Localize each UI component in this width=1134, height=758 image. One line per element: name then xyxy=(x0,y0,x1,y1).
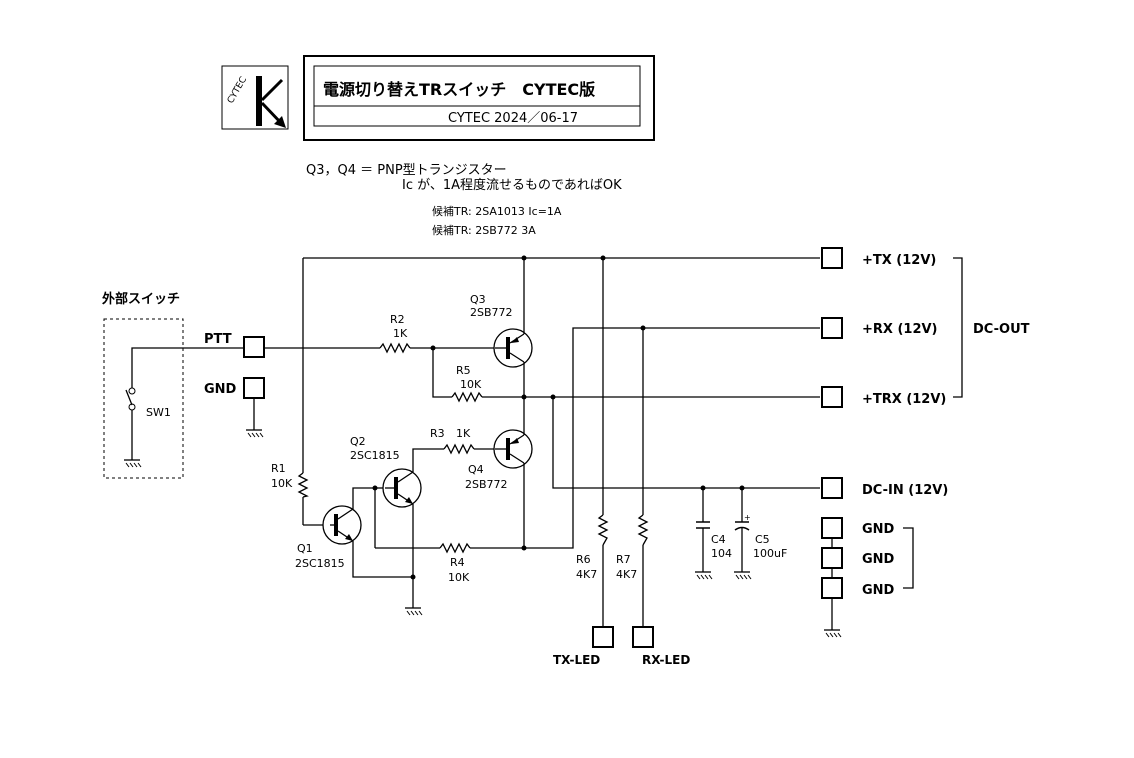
r6-label: R6 xyxy=(576,553,591,566)
svg-text:+: + xyxy=(744,513,751,522)
q2-part: 2SC1815 xyxy=(350,449,400,462)
q1-label: Q1 xyxy=(297,542,313,555)
ptt-label: PTT xyxy=(204,332,232,347)
r6-value: 4K7 xyxy=(576,568,597,581)
tx-label: +TX (12V) xyxy=(862,253,936,268)
gnd-label: GND xyxy=(204,382,237,397)
rx-terminal xyxy=(821,317,843,339)
dc-out-bracket xyxy=(953,257,963,398)
r7-label: R7 xyxy=(616,553,631,566)
q3-transistor xyxy=(493,325,533,370)
gnd-terminal xyxy=(243,377,265,399)
sw1-label: SW1 xyxy=(146,406,171,419)
cytec-logo: CYTEC xyxy=(221,65,289,130)
r4-label: R4 xyxy=(450,556,465,569)
dc-out-label: DC-OUT xyxy=(973,322,1030,337)
r1-label: R1 xyxy=(271,462,286,475)
junctions xyxy=(372,255,745,580)
gnd-terminal-1 xyxy=(821,517,843,539)
gnd-symbol-q2 xyxy=(405,607,423,616)
q4-part: 2SB772 xyxy=(465,478,508,491)
c5-value: 100uF xyxy=(753,547,787,560)
c4-capacitor xyxy=(695,521,713,580)
r5-resistor xyxy=(451,391,483,403)
gnd-bracket xyxy=(903,527,914,589)
r7-value: 4K7 xyxy=(616,568,637,581)
candidate-1: 候補TR: 2SA1013 Ic=1A xyxy=(432,204,562,218)
r3-value: 1K xyxy=(456,427,471,440)
q1-part: 2SC1815 xyxy=(295,557,345,570)
candidate-2: 候補TR: 2SB772 3A xyxy=(432,223,536,237)
trx-terminal xyxy=(821,386,843,408)
r2-label: R2 xyxy=(390,313,405,326)
r7-resistor xyxy=(637,514,649,546)
q3-label: Q3 xyxy=(470,293,486,306)
r3-label: R3 xyxy=(430,427,445,440)
q2-label: Q2 xyxy=(350,435,366,448)
r6-resistor xyxy=(597,514,609,546)
c5-capacitor: + xyxy=(734,513,752,580)
ext-switch-label: 外部スイッチ xyxy=(101,291,180,307)
r3-resistor xyxy=(443,443,475,455)
r1-value: 10K xyxy=(271,477,293,490)
gnd1-label: GND xyxy=(862,522,895,537)
r2-resistor xyxy=(379,342,411,354)
ptt-terminal xyxy=(243,336,265,358)
r4-value: 10K xyxy=(448,571,470,584)
gnd3-label: GND xyxy=(862,583,895,598)
rx-led-terminal xyxy=(632,626,654,648)
r4-resistor xyxy=(439,542,471,554)
q4-transistor xyxy=(493,420,533,470)
r2-value: 1K xyxy=(393,327,408,340)
q4-label: Q4 xyxy=(468,463,484,476)
rx-led-label: RX-LED xyxy=(642,653,690,667)
title-text: 電源切り替えTRスイッチ CYTEC版 xyxy=(323,80,595,99)
c5-label: C5 xyxy=(755,533,770,546)
gnd-terminal-2 xyxy=(821,547,843,569)
note-line1: Q3，Q4 ＝ PNP型トランジスター xyxy=(306,163,507,178)
dc-in-terminal xyxy=(821,477,843,499)
r5-value: 10K xyxy=(460,378,482,391)
dc-in-label: DC-IN (12V) xyxy=(862,483,948,498)
tx-terminal xyxy=(821,247,843,269)
trx-label: +TRX (12V) xyxy=(862,392,946,407)
ext-switch-box xyxy=(103,318,184,479)
tx-led-terminal xyxy=(592,626,614,648)
title-block: 電源切り替えTRスイッチ CYTEC版 CYTEC 2024／06-17 xyxy=(303,55,655,141)
q2-transistor xyxy=(382,468,422,510)
c4-value: 104 xyxy=(711,547,732,560)
r5-label: R5 xyxy=(456,364,471,377)
r1-resistor xyxy=(297,472,309,498)
gnd-symbol-terminals xyxy=(824,629,842,638)
tx-led-label: TX-LED xyxy=(553,653,600,667)
rx-label: +RX (12V) xyxy=(862,322,938,337)
c4-label: C4 xyxy=(711,533,726,546)
gnd2-label: GND xyxy=(862,552,895,567)
subtitle-text: CYTEC 2024／06-17 xyxy=(448,111,578,126)
gnd-terminal-3 xyxy=(821,577,843,599)
gnd-symbol-terminal xyxy=(246,398,264,438)
q3-part: 2SB772 xyxy=(470,306,513,319)
sw1-switch xyxy=(124,347,248,468)
note-line2: Ic が、1A程度流せるものであればOK xyxy=(402,177,622,193)
q1-transistor xyxy=(322,505,362,545)
